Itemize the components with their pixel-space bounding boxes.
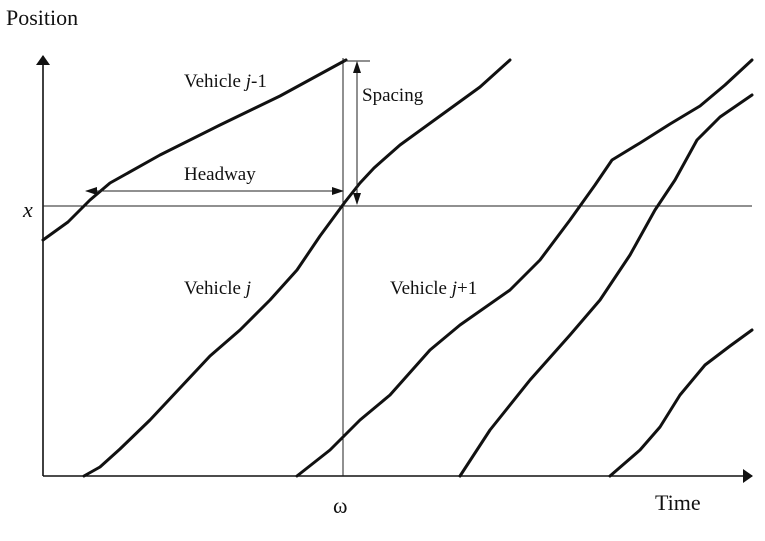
vehicle-label-index: j	[449, 278, 457, 299]
trajectory-vehicle-j-minus-1	[41, 58, 348, 242]
vehicle-label-j-plus-1: Vehicle j+1	[390, 278, 477, 299]
vehicle-label-index: j	[243, 278, 251, 299]
vehicle-label-j-minus-1: Vehicle j-1	[184, 71, 267, 92]
position-marker-label: x	[22, 197, 33, 222]
vehicle-label-suffix: +1	[457, 278, 477, 299]
trajectory-vehicle-j-plus-1	[295, 58, 754, 478]
trajectory-vehicle-j	[82, 58, 512, 478]
x-axis-title: Time	[655, 490, 701, 515]
trajectory-vehicle-5	[608, 328, 754, 478]
vehicle-label-index: j	[243, 71, 251, 92]
headway-label: Headway	[184, 164, 256, 185]
y-axis-title: Position	[6, 5, 78, 30]
vehicle-label-prefix: Vehicle	[390, 278, 452, 299]
time-marker-label: ω	[333, 493, 347, 518]
trajectory-vehicle-4	[458, 93, 754, 478]
vehicle-label-prefix: Vehicle	[184, 278, 246, 299]
vehicle-label-j: Vehicle j	[184, 278, 251, 299]
vehicle-label-prefix: Vehicle	[184, 71, 246, 92]
vehicle-label-suffix: -1	[251, 71, 267, 92]
spacing-label: Spacing	[362, 85, 424, 106]
